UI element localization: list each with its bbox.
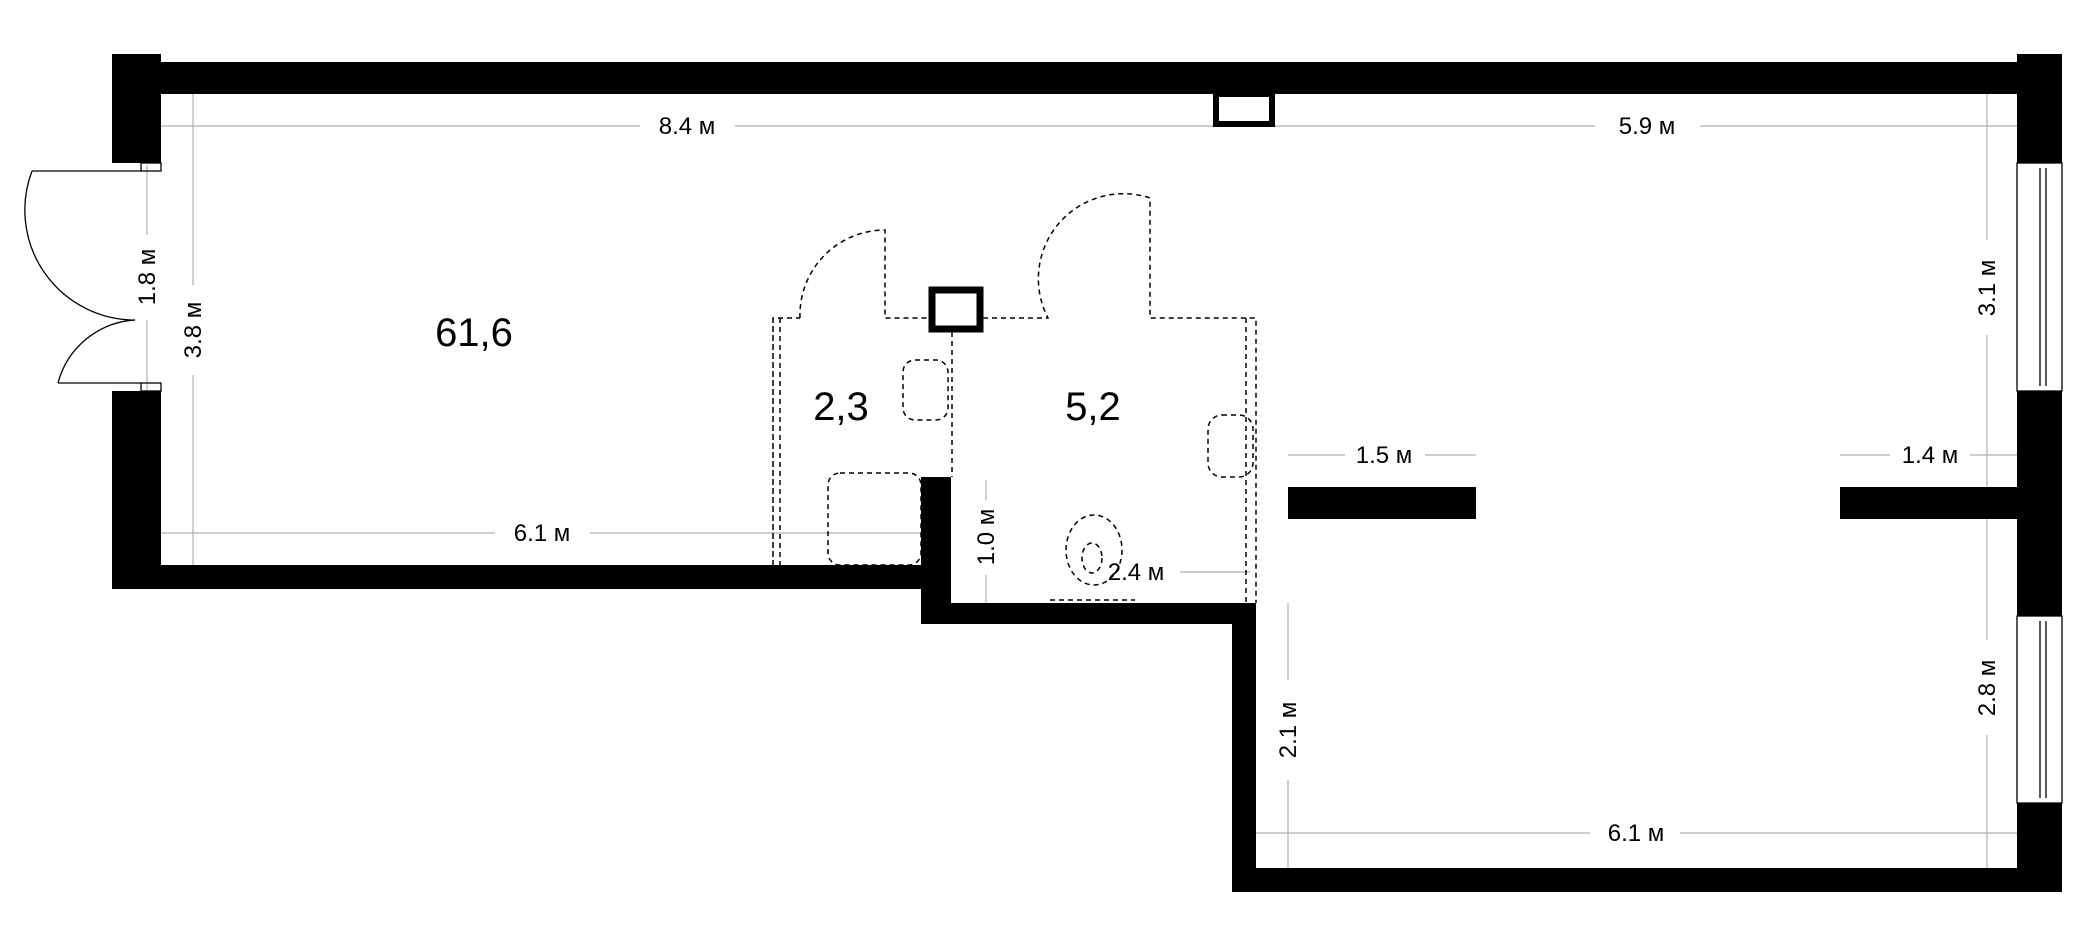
dim-partition-left: 1.5 м (1356, 442, 1413, 469)
ventilation-shaft (928, 286, 984, 333)
sink-icon (902, 359, 949, 421)
dim-bathroom-width: 2.4 м (1108, 559, 1165, 586)
left-room-bottom-wall (112, 565, 951, 589)
right-wall-middle (2017, 391, 2062, 616)
dim-partition-right: 1.4 м (1902, 442, 1959, 469)
right-wall-bottom (2017, 803, 2062, 892)
sink-icon (1207, 414, 1254, 478)
dim-entrance-door: 1.8 м (134, 249, 161, 306)
partition-right (1840, 487, 2017, 519)
dim-right-upper-height: 3.1 м (1974, 260, 2001, 317)
partition-left (1288, 487, 1476, 519)
right-wall-top (2017, 54, 2062, 163)
bathroom-bottom-wall (921, 603, 1256, 624)
top-wall (112, 62, 2062, 94)
bathroom-fixtures (772, 193, 1257, 603)
dim-left-room-bottom: 6.1 м (514, 520, 571, 547)
right-room-left-wall (1232, 603, 1256, 892)
left-wall-lower (112, 391, 161, 589)
dim-top-left: 8.4 м (659, 113, 716, 140)
room-area-main: 61,6 (435, 311, 513, 355)
dim-right-lower-left-height: 2.1 м (1275, 702, 1302, 759)
dim-top-right: 5.9 м (1619, 113, 1676, 140)
entrance-door (24, 162, 162, 392)
dim-left-room-height: 3.8 м (180, 302, 207, 359)
dim-right-room-bottom: 6.1 м (1608, 820, 1665, 847)
dim-right-lower-height: 2.8 м (1974, 660, 2001, 717)
dim-bathroom-step: 1.0 м (973, 509, 1000, 566)
window-upper (2016, 162, 2063, 392)
walls (112, 54, 2062, 892)
window-lower (2016, 615, 2063, 804)
room-area-bathroom: 5,2 (1065, 385, 1121, 429)
left-wall-upper (112, 54, 161, 163)
room-area-shower: 2,3 (813, 385, 869, 429)
toilet-icon (1065, 514, 1123, 586)
column (1213, 91, 1275, 127)
shower-tray-icon (827, 472, 922, 566)
dimension-lines (146, 94, 2017, 868)
bathroom-step-wall (921, 477, 951, 624)
right-room-bottom-wall (1232, 868, 2062, 892)
